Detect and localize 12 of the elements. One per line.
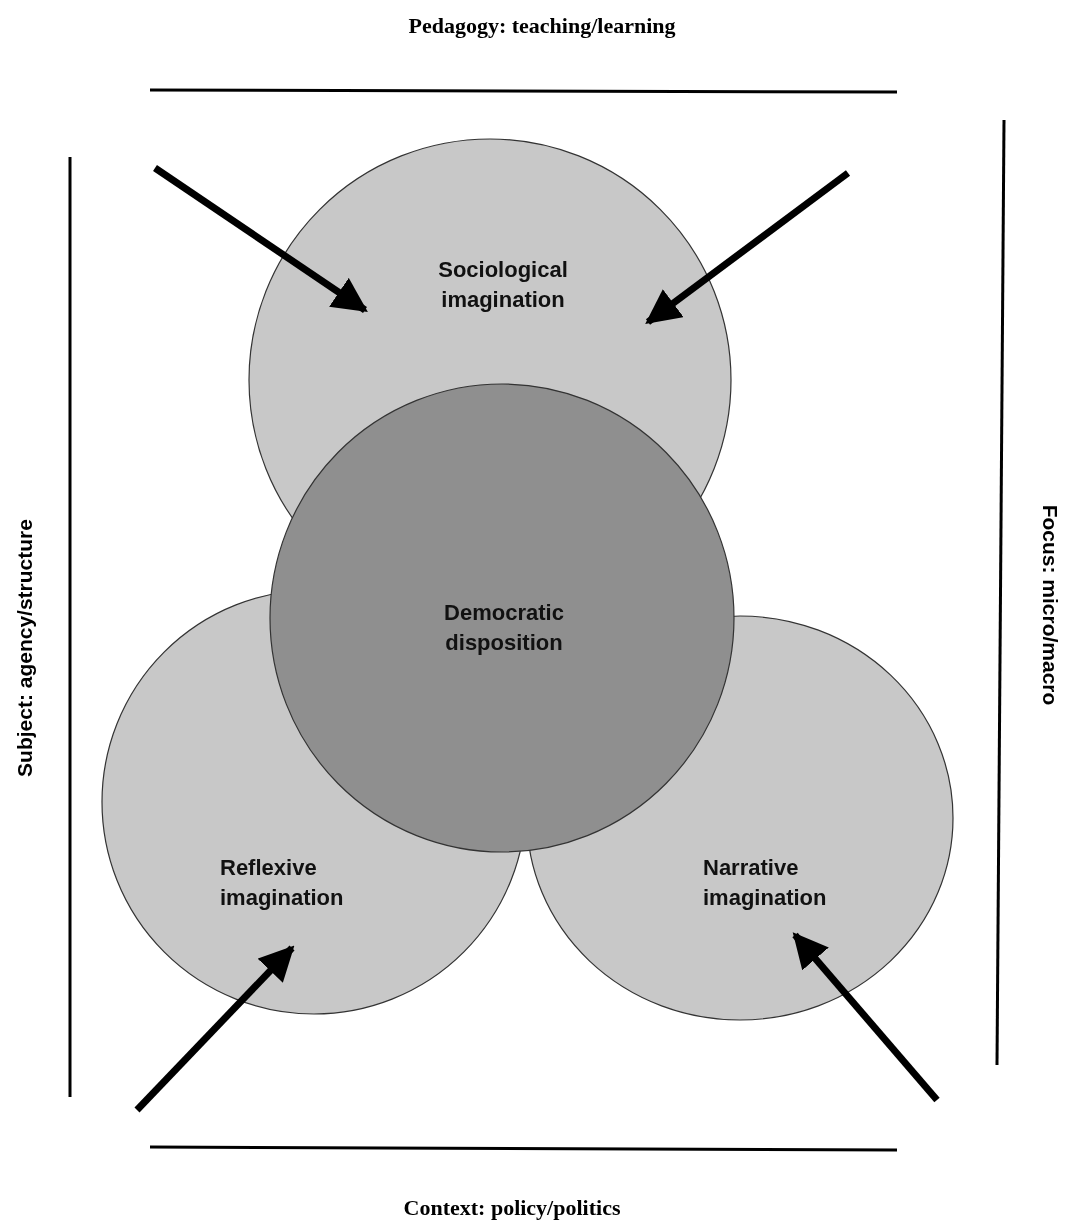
side-label: Pedagogy: teaching/learning [408, 13, 676, 39]
arrow [792, 932, 940, 1103]
arrow [645, 170, 851, 325]
circle-label: Sociological imagination [437, 256, 569, 314]
side-label: Subject: agency/structure [13, 519, 37, 777]
side-label: Focus: micro/macro [1038, 504, 1062, 706]
circle-label: Reflexive imagination [220, 854, 345, 912]
arrow [134, 945, 295, 1113]
arrow [153, 165, 368, 313]
circle-label: Democratic disposition [443, 599, 565, 657]
side-label: Context: policy/politics [403, 1195, 621, 1221]
circle-label: Narrative imagination [703, 854, 828, 912]
